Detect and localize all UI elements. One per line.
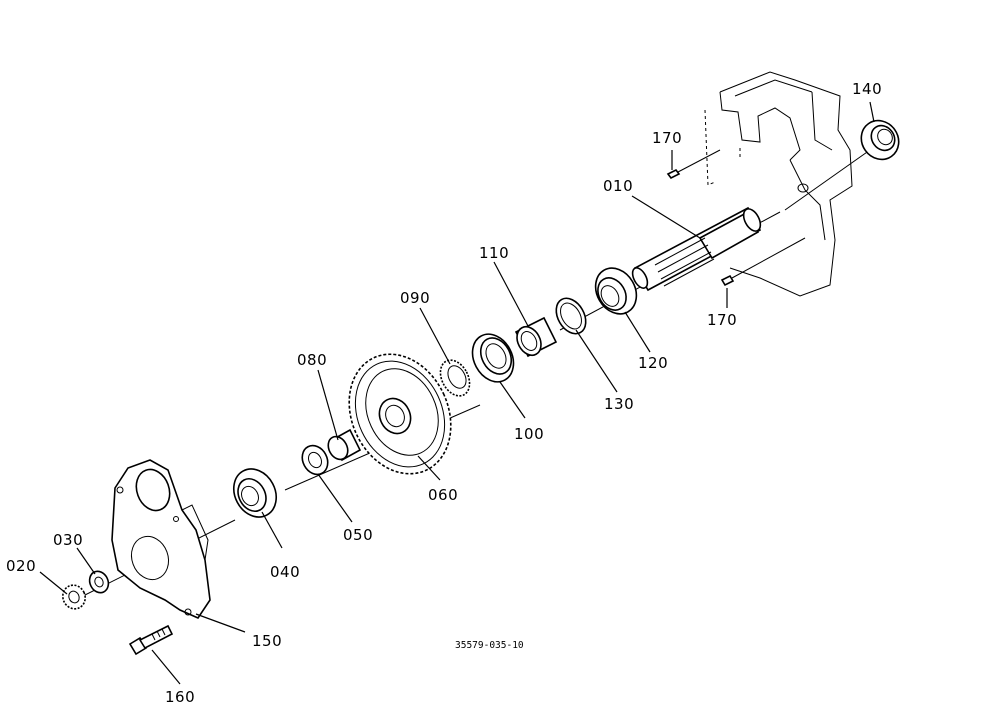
part-110-collar [514, 316, 558, 358]
callout-170-upper: 170 [652, 129, 682, 147]
leader-lines [39, 101, 875, 685]
callout-labels: 010 020 030 040 050 060 080 090 100 110 … [6, 80, 882, 706]
part-120-bearing [594, 267, 638, 315]
drawing-code: 35579-035-10 [455, 640, 524, 651]
callout-090: 090 [400, 289, 430, 307]
callout-010: 010 [603, 177, 633, 195]
part-080-spacer [327, 428, 362, 462]
part-150-bracket [111, 459, 211, 620]
part-040-bearing [232, 468, 278, 518]
callout-060: 060 [428, 486, 458, 504]
callout-050: 050 [343, 526, 373, 544]
callout-160: 160 [165, 688, 195, 706]
callout-150: 150 [252, 632, 282, 650]
callout-170-lower: 170 [707, 311, 737, 329]
callout-100: 100 [514, 425, 544, 443]
part-100-hub [471, 333, 515, 383]
callout-130: 130 [604, 395, 634, 413]
part-130-snap-ring [555, 297, 587, 335]
part-050-washer [301, 444, 329, 476]
callout-020: 020 [6, 557, 36, 575]
part-090-gear [439, 359, 471, 397]
callout-040: 040 [270, 563, 300, 581]
part-030-washer [88, 570, 110, 594]
part-010-shaft [631, 206, 762, 292]
callout-030: 030 [53, 531, 83, 549]
part-140-seal [860, 119, 900, 161]
part-170-pin-upper [666, 149, 721, 180]
part-020-nut [62, 584, 86, 610]
part-060-large-gear [348, 353, 452, 475]
part-170-pin-lower [720, 237, 806, 287]
part-160-bolt [128, 624, 174, 656]
callout-120: 120 [638, 354, 668, 372]
part-housing [704, 71, 853, 297]
callout-110: 110 [479, 244, 509, 262]
callout-080: 080 [297, 351, 327, 369]
callout-140: 140 [852, 80, 882, 98]
